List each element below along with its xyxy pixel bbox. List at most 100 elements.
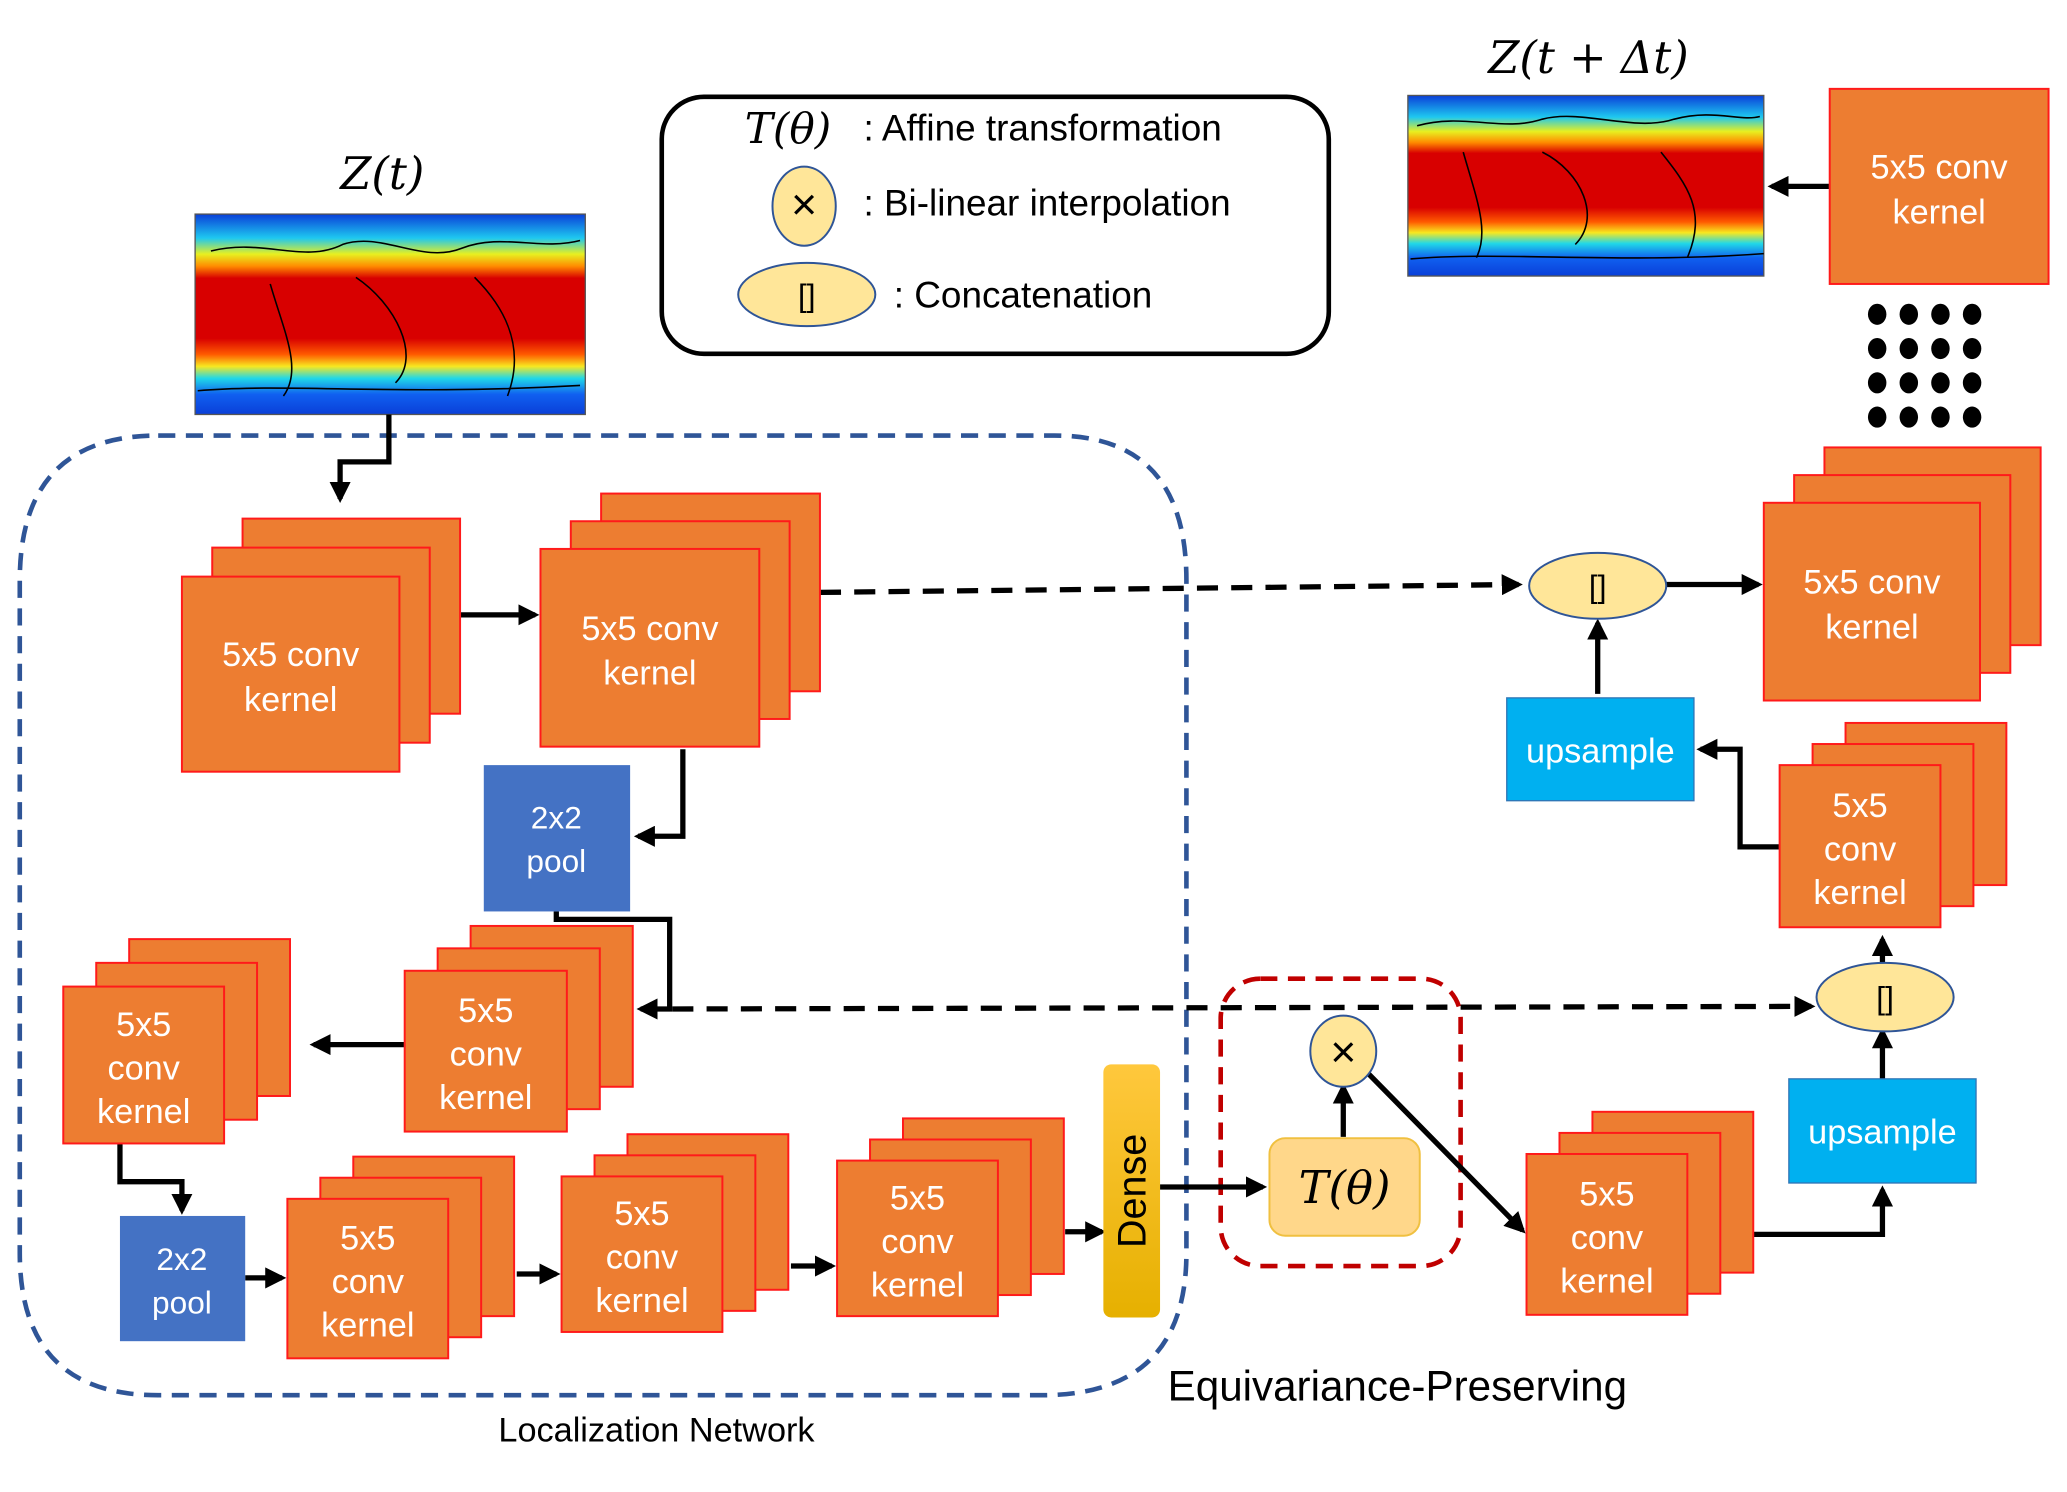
svg-text:kernel: kernel (321, 1307, 414, 1345)
svg-text:5x5 conv: 5x5 conv (1871, 148, 2009, 186)
arrow-pool1-to-conv3 (553, 911, 673, 1020)
svg-text:5x5 conv: 5x5 conv (1803, 564, 1941, 602)
legend-bilinear-text: : Bi-linear interpolation (863, 182, 1230, 223)
svg-text:conv: conv (606, 1239, 679, 1277)
ellipsis-dot (1931, 406, 1950, 428)
localization-network-label: Localization Network (498, 1411, 815, 1449)
localization-network-border (17, 433, 1189, 1398)
conv-layer (539, 547, 761, 748)
svg-text:5x5 conv: 5x5 conv (222, 636, 360, 674)
upsample-block-2: upsample (1788, 1078, 1977, 1184)
svg-text:kernel: kernel (439, 1079, 532, 1117)
svg-text:conv: conv (1824, 831, 1897, 869)
svg-text:kernel: kernel (1892, 193, 1985, 231)
conv-block-10: 5x5 conv kernel (1762, 446, 2042, 702)
ellipsis-dot (1931, 338, 1950, 360)
ellipsis-dot (1962, 406, 1982, 428)
output-map (1407, 94, 1765, 277)
conv-block-9: 5x5 conv kernel (1778, 721, 2008, 929)
svg-text:kernel: kernel (1560, 1262, 1653, 1300)
input-map (194, 213, 586, 416)
conv-block-8: 5x5 conv kernel (1525, 1110, 1755, 1316)
legend-affine-symbol: T(θ) (745, 104, 831, 153)
bilinear-node: × (1309, 1014, 1378, 1088)
svg-text:kernel: kernel (1813, 874, 1906, 912)
ellipsis-dot (1899, 406, 1919, 428)
svg-text:T(θ): T(θ) (1299, 1161, 1391, 1214)
concat-legend-icon (737, 261, 877, 328)
input-label: Z(t) (338, 147, 424, 200)
skip-connection-2 (672, 995, 1816, 1017)
final-conv-block: 5x5 conv kernel (1828, 87, 2050, 285)
svg-text:5x5: 5x5 (890, 1179, 945, 1217)
svg-text:conv: conv (332, 1263, 405, 1301)
conv-block-3: 5x5 conv kernel (403, 924, 634, 1133)
concat-node-2: [] (1815, 961, 1955, 1033)
conv-layer (403, 969, 568, 1133)
ellipsis-dot (1867, 338, 1887, 360)
svg-text:Dense: Dense (1111, 1134, 1155, 1248)
arrow-conv4-to-pool2 (117, 1143, 193, 1215)
connections (117, 175, 1893, 1289)
svg-text:5x5: 5x5 (1579, 1175, 1634, 1213)
ellipsis-dot (1931, 372, 1950, 394)
conv-layer (62, 985, 226, 1145)
svg-text:pool: pool (152, 1285, 212, 1321)
bilinear-legend-icon (771, 165, 837, 247)
pool-block-2: 2x2 pool (119, 1215, 246, 1342)
legend: T(θ) : Affine transformation × : Bi-line… (659, 94, 1332, 357)
affine-block: T(θ) (1268, 1137, 1421, 1237)
equivariance-label: Equivariance-Preserving (1168, 1363, 1627, 1410)
arrow-bilinear-to-conv8 (1363, 1069, 1526, 1234)
ellipsis-dot (1899, 372, 1919, 394)
upsample-block-1: upsample (1506, 697, 1695, 802)
conv-block-4: 5x5 conv kernel (62, 938, 292, 1145)
svg-text:upsample: upsample (1526, 732, 1675, 770)
svg-text:2x2: 2x2 (156, 1241, 207, 1277)
arrow-conv2-to-pool1 (633, 749, 686, 847)
pool-block-1: 2x2 pool (483, 765, 631, 912)
conv-layer (1525, 1153, 1689, 1316)
svg-text:conv: conv (450, 1036, 523, 1074)
svg-text:conv: conv (1571, 1219, 1644, 1257)
svg-text:conv: conv (881, 1223, 954, 1261)
svg-text:2x2: 2x2 (531, 799, 582, 835)
svg-text:kernel: kernel (97, 1093, 190, 1131)
svg-text:[]: [] (1589, 569, 1607, 605)
svg-text:5x5: 5x5 (116, 1006, 171, 1044)
ellipsis-dot (1867, 406, 1887, 428)
skip-connection-1 (819, 574, 1523, 596)
legend-bilinear-symbol: × (791, 179, 817, 229)
svg-text:5x5: 5x5 (340, 1220, 395, 1258)
ellipsis-dot (1899, 338, 1919, 360)
conv-layer (1762, 501, 1981, 702)
svg-text:5x5: 5x5 (458, 992, 513, 1030)
svg-text:5x5: 5x5 (614, 1195, 669, 1233)
svg-text:conv: conv (107, 1050, 180, 1088)
conv-layer (1828, 87, 2050, 285)
ellipsis-dot (1962, 338, 1982, 360)
svg-text:5x5: 5x5 (1832, 787, 1887, 825)
conv-block-5: 5x5 conv kernel (286, 1155, 516, 1360)
arrow-conv9-to-upsample1 (1696, 738, 1780, 850)
ellipsis-dot (1867, 372, 1887, 394)
svg-text:kernel: kernel (1825, 609, 1918, 647)
svg-text:pool: pool (526, 843, 586, 879)
svg-text:×: × (1330, 1027, 1356, 1077)
legend-affine-text: : Affine transformation (863, 107, 1221, 148)
ellipsis-dot (1962, 372, 1982, 394)
conv-layer (1778, 764, 1942, 929)
ellipsis-dot (1899, 303, 1919, 325)
legend-concat-text: : Concatenation (894, 275, 1153, 316)
conv-layer (560, 1175, 724, 1333)
dense-block: Dense (1103, 1064, 1161, 1318)
arrow-input-to-conv1 (329, 414, 392, 504)
ellipsis-dot (1931, 303, 1950, 325)
ellipsis-dot (1867, 303, 1887, 325)
conv-layer (180, 575, 401, 773)
